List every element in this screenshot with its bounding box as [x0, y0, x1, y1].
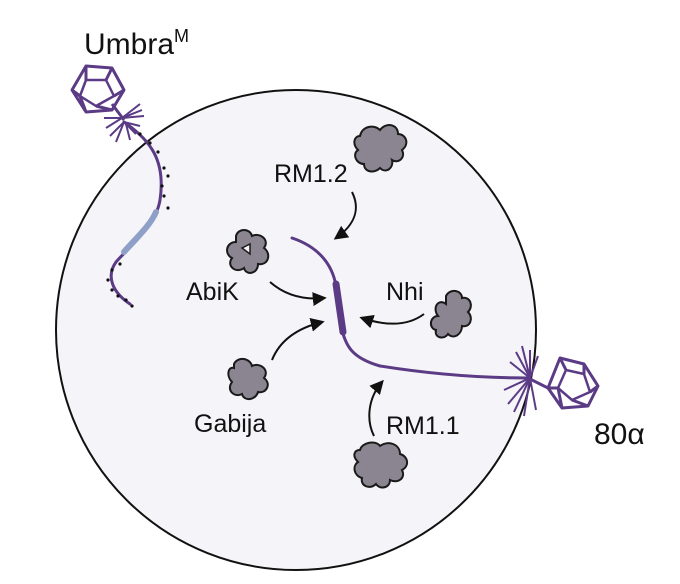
label-gabija: Gabija	[194, 410, 266, 438]
gabija-protein-icon	[227, 358, 269, 400]
nhi-arrow-icon	[359, 313, 425, 329]
abik-protein-icon	[226, 229, 270, 274]
umbra-dna-dots	[106, 132, 170, 308]
rm12-protein-icon	[353, 124, 408, 173]
rm12-arrow-icon	[333, 191, 357, 240]
label-rm11: RM1.1	[386, 412, 460, 440]
phage-80a-capsid-icon	[527, 356, 600, 410]
gabija-arrow-icon	[271, 317, 325, 361]
nhi-protein-icon	[430, 290, 472, 339]
label-80a: 80α	[594, 418, 645, 451]
rm11-arrow-icon	[368, 379, 384, 437]
label-nhi: Nhi	[386, 278, 424, 306]
label-abik: AbiK	[186, 278, 239, 306]
phage-80a-dna	[290, 236, 530, 380]
phage-80a	[503, 345, 600, 417]
phage-80a-tail-fibers	[503, 345, 539, 417]
umbra-dna	[109, 120, 163, 306]
abik-arrow-icon	[269, 281, 327, 307]
label-umbra: UmbraM	[84, 26, 189, 61]
umbra-capsid-icon	[70, 64, 126, 121]
arrows	[269, 191, 425, 437]
label-rm12: RM1.2	[274, 160, 348, 188]
rm11-protein-icon	[353, 441, 408, 489]
umbra-phage	[70, 64, 170, 308]
bacterial-cell	[55, 89, 537, 571]
